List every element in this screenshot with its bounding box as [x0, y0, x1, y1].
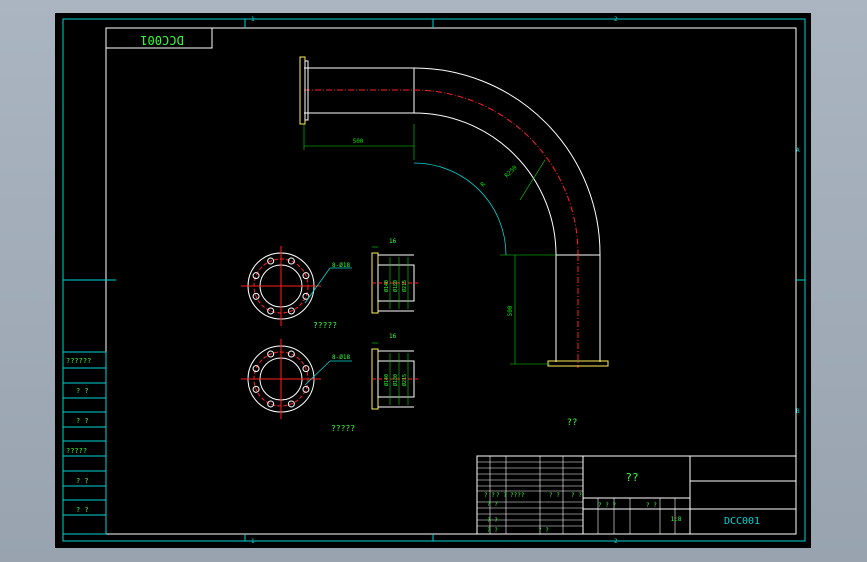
flange-view-1[interactable]: [241, 246, 352, 326]
bolt-hole: [287, 257, 295, 265]
flange2-dia-2[interactable]: Ø180: [392, 374, 399, 386]
dim-radius-leader: [519, 159, 546, 201]
hole-leader-1: [304, 267, 331, 304]
pipe-elbow[interactable]: [299, 56, 609, 368]
dim-vertical-length[interactable]: 500: [507, 305, 514, 316]
grid-ref-top-1: 1: [251, 16, 255, 23]
bolt-hole: [302, 292, 310, 300]
tb-row-label-5: ? ?: [571, 492, 582, 499]
tb-row-label-3: ????: [510, 492, 525, 499]
left-col-label-2: ? ?: [76, 387, 89, 395]
dim-radius-arc: [413, 162, 507, 256]
bolt-hole: [302, 385, 310, 393]
drawing-frame: [62, 18, 806, 542]
bolt-hole: [287, 350, 295, 358]
flange-view-2[interactable]: [241, 339, 352, 419]
dim-bend-radius-inner[interactable]: R: [479, 181, 487, 189]
left-col-label-4: ?????: [66, 447, 87, 455]
bolt-hole: [252, 365, 260, 373]
tb-lower-mid-2: ? ?: [646, 502, 657, 509]
flange2-thickness[interactable]: 16: [389, 333, 397, 340]
bolt-hole: [252, 385, 260, 393]
tb-lower-mid-3: ? ?: [538, 527, 549, 534]
left-col-label-5: ? ?: [76, 477, 89, 485]
title-block-scale: 1:8: [671, 516, 682, 523]
title-block-outer: [476, 455, 797, 535]
flange2-hole-label[interactable]: 8-Ø18: [332, 354, 350, 361]
flange1-dia-1[interactable]: Ø140: [383, 280, 390, 292]
title-block-name: ??: [625, 471, 638, 484]
elbow-centerline-arc: [413, 89, 579, 256]
bolt-hole: [302, 272, 310, 280]
flange-left-neck: [304, 60, 309, 121]
bolt-hole: [267, 307, 275, 315]
tb-lower-left-3: ? ?: [487, 527, 498, 534]
bolt-hole: [287, 307, 295, 315]
flange-bottom: [547, 360, 609, 367]
bolt-hole: [267, 400, 275, 408]
dim-horizontal-length[interactable]: 500: [353, 138, 364, 145]
left-column-box: [62, 351, 107, 535]
flange1-hole-label[interactable]: 8-Ø18: [332, 262, 350, 269]
left-col-label-3: ? ?: [76, 417, 89, 425]
sheet-background: [55, 13, 811, 548]
bolt-hole: [267, 257, 275, 265]
grid-ref-bottom-1: 1: [251, 538, 255, 545]
flange1-thickness[interactable]: 16: [389, 238, 397, 245]
title-block: [476, 455, 797, 535]
grid-ref-bottom-2: 2: [614, 538, 618, 545]
bolt-hole: [267, 350, 275, 358]
bolt-hole: [287, 400, 295, 408]
grid-ref-right-b: B: [796, 408, 800, 415]
bolt-hole: [252, 272, 260, 280]
tb-lower-mid-1: ? ? ?: [598, 502, 616, 509]
flange1-dia-3[interactable]: Ø215: [401, 280, 408, 292]
flange1-dia-2[interactable]: Ø180: [392, 280, 399, 292]
flange1-caption: ?????: [313, 321, 337, 330]
flange-section-2[interactable]: [371, 342, 418, 410]
tb-row-label-4: ? ?: [549, 492, 560, 499]
inner-border: [105, 27, 797, 535]
left-col-label-1: ??????: [66, 357, 91, 365]
tb-row-label-1: ? ?: [484, 492, 495, 499]
tb-lower-left-1: ? ?: [487, 501, 498, 508]
drawing-code-top: DCC001: [140, 33, 183, 47]
tb-lower-left-2: ? ?: [487, 517, 498, 524]
code-box: [105, 27, 213, 49]
grid-ref-top-2: 2: [614, 16, 618, 23]
grid-ref-right-a: A: [796, 147, 800, 154]
hole-leader-2: [304, 360, 331, 386]
tb-row-label-2: ? ?: [496, 492, 507, 499]
title-block-code: DCC001: [724, 516, 760, 527]
flange2-dia-3[interactable]: Ø215: [401, 374, 408, 386]
elbow-outer-arc: [413, 67, 601, 256]
flange-section-1[interactable]: [371, 246, 418, 314]
bolt-hole: [302, 365, 310, 373]
left-col-label-6: ? ?: [76, 506, 89, 514]
elbow-inner-arc: [413, 112, 557, 256]
main-view-caption: ??: [567, 418, 578, 428]
flange2-caption: ?????: [331, 424, 355, 433]
flange2-dia-1[interactable]: Ø140: [383, 374, 390, 386]
bolt-hole: [252, 292, 260, 300]
